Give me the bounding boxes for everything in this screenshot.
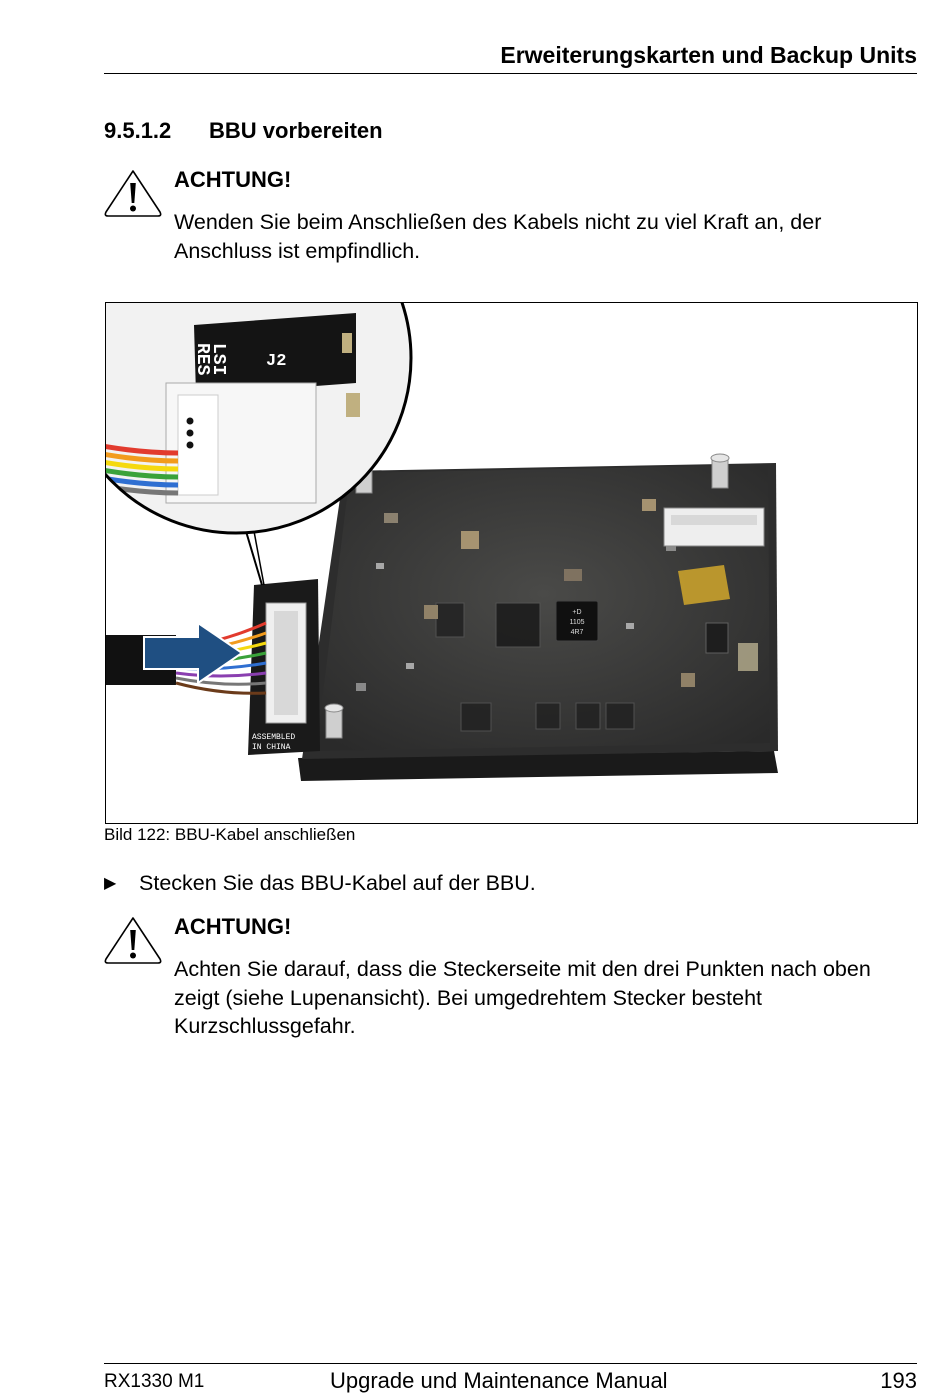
step-marker-icon: ▶: [104, 875, 117, 892]
figure-caption: Bild 122: BBU-Kabel anschließen: [104, 825, 356, 844]
step-text: Stecken Sie das BBU-Kabel auf der BBU.: [139, 871, 536, 895]
warning-text: Wenden Sie beim Anschließen des Kabels n…: [174, 210, 822, 263]
label-j2: J2: [266, 352, 286, 371]
insert-direction-arrow: [143, 621, 244, 685]
warning-triangle-icon: [104, 917, 162, 964]
board-connector: [663, 507, 765, 547]
bbu-photo-illustration: +D 1105 4R7 ASSEMBLED IN CHINA: [106, 303, 778, 781]
label-res: RES: [192, 343, 212, 376]
kapton-tape: [678, 565, 730, 605]
warning-text: Achten Sie darauf, dass die Steckerseite…: [174, 957, 871, 1038]
chip-label-2: 1105: [569, 619, 584, 626]
cable-connector-board: ASSEMBLED IN CHINA: [248, 579, 320, 755]
chip-label-3: 4R7: [571, 629, 584, 636]
figure-frame: +D 1105 4R7 ASSEMBLED IN CHINA: [105, 302, 918, 824]
section-title: BBU vorbereiten: [209, 118, 383, 143]
pin-dot: [186, 429, 194, 437]
magnifier-ring: [106, 303, 413, 535]
section-heading: 9.5.1.2 BBU vorbereiten: [104, 117, 383, 145]
pin-dot: [186, 417, 194, 425]
label-assembled: ASSEMBLED: [252, 733, 295, 742]
running-header: Erweiterungskarten und Backup Units: [500, 42, 917, 68]
section-number: 9.5.1.2: [104, 118, 172, 143]
board-components: [356, 499, 758, 732]
header-rule: [104, 73, 917, 74]
warning-title: ACHTUNG!: [174, 167, 292, 192]
warning-triangle-icon: [104, 170, 162, 217]
footer-model: RX1330 M1: [104, 1371, 205, 1392]
warning-title: ACHTUNG!: [174, 914, 292, 939]
chip-label-1: +D: [572, 609, 581, 616]
footer-rule: [104, 1363, 917, 1364]
pin-dot: [186, 441, 194, 449]
inductor-chip: +D 1105 4R7: [555, 600, 599, 642]
label-lsi: LSI: [208, 343, 228, 375]
footer-manual-title: Upgrade und Maintenance Manual: [330, 1368, 668, 1393]
page-number: 193: [880, 1368, 917, 1393]
label-in-china: IN CHINA: [252, 743, 291, 752]
